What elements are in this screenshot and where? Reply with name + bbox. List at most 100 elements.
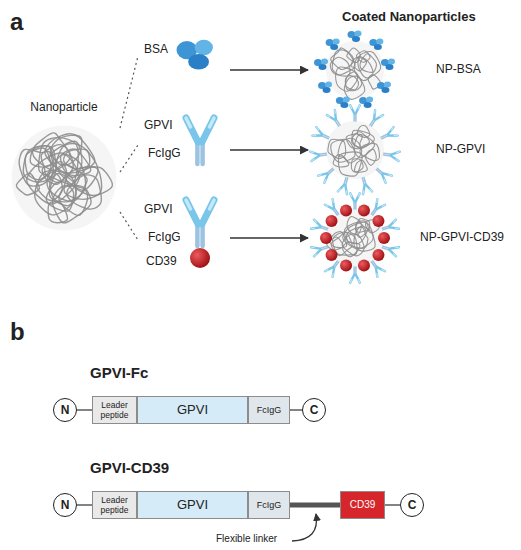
node-label: NP-BSA	[436, 62, 481, 76]
antibody-chain	[358, 105, 360, 108]
antibody-chain	[393, 220, 396, 222]
antibody-chain	[395, 159, 398, 161]
bsa-protein	[377, 82, 391, 94]
antibody-chain	[394, 134, 397, 137]
antibody-chain	[346, 191, 348, 194]
antibody-chain	[186, 200, 191, 209]
gpvi-domain: GPVI	[137, 491, 248, 519]
dotted-connector	[120, 145, 138, 172]
bsa-lobe	[333, 38, 340, 44]
bsa-protein	[381, 59, 395, 71]
node-label: NP-GPVI	[436, 142, 485, 156]
bsa-lobe	[385, 64, 393, 70]
antibody-chain	[325, 204, 328, 207]
terminus-label: N	[61, 403, 70, 417]
antibody-chain	[310, 151, 313, 153]
construct-title: GPVI-Fc	[90, 364, 148, 381]
antibody-chain	[376, 199, 379, 202]
antibody-chain	[388, 250, 397, 256]
antibody-chain	[331, 199, 334, 202]
bsa-protein	[369, 38, 383, 50]
section-heading: Coated Nanoparticles	[342, 10, 476, 25]
construct-label: CD39	[350, 498, 376, 512]
antibody-chain	[388, 132, 397, 139]
gpvi-fc-protein-group: GPVIFcIgG	[138, 112, 230, 168]
terminus-label: C	[408, 498, 417, 512]
connector	[290, 409, 302, 410]
antibody-chain	[202, 200, 214, 224]
connector	[230, 149, 308, 151]
bsa-protein	[177, 40, 213, 70]
construct-label: Leader peptide	[93, 400, 136, 420]
cd39-sphere	[372, 215, 384, 227]
cd39-sphere	[340, 204, 352, 216]
antibody-chain	[338, 189, 340, 192]
bsa-lobe	[340, 102, 348, 108]
bsa-lobe	[381, 87, 389, 93]
bsa-lobe	[188, 54, 209, 70]
connector	[290, 503, 340, 508]
polymer-strand	[360, 143, 380, 160]
antibody-chain	[313, 220, 322, 226]
antibody-fusion	[338, 176, 352, 194]
node-label: FcIgG	[148, 230, 181, 244]
bsa-lobe	[364, 102, 372, 108]
antibody-chain	[396, 246, 399, 248]
antibody-fusion	[368, 259, 385, 277]
antibody-fusion	[186, 200, 214, 246]
antibody-chain	[389, 174, 392, 177]
bsa-protein-group: BSA	[138, 28, 230, 80]
antibody-chain	[327, 113, 335, 122]
antibody-chain	[388, 220, 397, 226]
antibody-chain	[350, 280, 352, 283]
terminus-label: N	[61, 498, 70, 512]
antibody-chain	[393, 254, 396, 256]
antibody-chain	[383, 180, 386, 183]
antibody-chain	[318, 174, 321, 177]
antibody-chain	[311, 159, 314, 161]
antibody-chain	[377, 265, 385, 274]
leader-peptide-domain: Leader peptide	[92, 396, 137, 424]
bsa-lobe	[376, 38, 383, 44]
antibody-chain	[186, 118, 198, 142]
antibody-fusion	[318, 165, 336, 182]
antibody-chain	[380, 114, 383, 117]
polymer-strand	[42, 162, 66, 185]
antibody-chain	[382, 269, 385, 272]
antibody-chain	[334, 110, 337, 113]
antibody-fusion	[383, 149, 400, 161]
antibody-chain	[313, 250, 322, 256]
antibody-fusion	[379, 127, 397, 142]
antibody-chain	[390, 225, 399, 231]
polymer-strand	[360, 54, 376, 73]
antibody-chain	[325, 269, 328, 272]
antibody-chain	[391, 127, 394, 130]
antibody-chain	[311, 156, 320, 161]
antibody-chain	[331, 274, 334, 277]
polymer-strand	[67, 175, 102, 209]
antibody-chain	[356, 193, 360, 201]
antibody-fusion	[327, 110, 343, 128]
c-terminus: C	[400, 493, 424, 517]
polymer-strand	[16, 173, 39, 195]
antibody-chain	[370, 189, 372, 192]
nanoparticle-core	[326, 41, 384, 99]
panel-label: a	[10, 8, 23, 36]
antibody-chain	[358, 193, 360, 196]
dotted-connector	[120, 56, 138, 128]
construct-label: FcIgG	[257, 403, 282, 417]
antibody-chain	[356, 274, 360, 282]
polymer-strand	[59, 186, 88, 215]
cd39-domain: CD39	[340, 491, 385, 519]
antibody-chain	[362, 191, 364, 194]
antibody-chain	[202, 118, 214, 142]
antibody-fusion	[350, 267, 360, 283]
bsa-lobe	[323, 87, 331, 93]
bsa-protein	[314, 59, 328, 71]
construct-label: GPVI	[177, 403, 208, 417]
antibody-fusion	[325, 199, 342, 217]
cd39-sphere	[358, 260, 370, 272]
panel-label: b	[10, 318, 25, 346]
coated-nanoparticle: NP-GPVI-CD39	[308, 196, 518, 280]
